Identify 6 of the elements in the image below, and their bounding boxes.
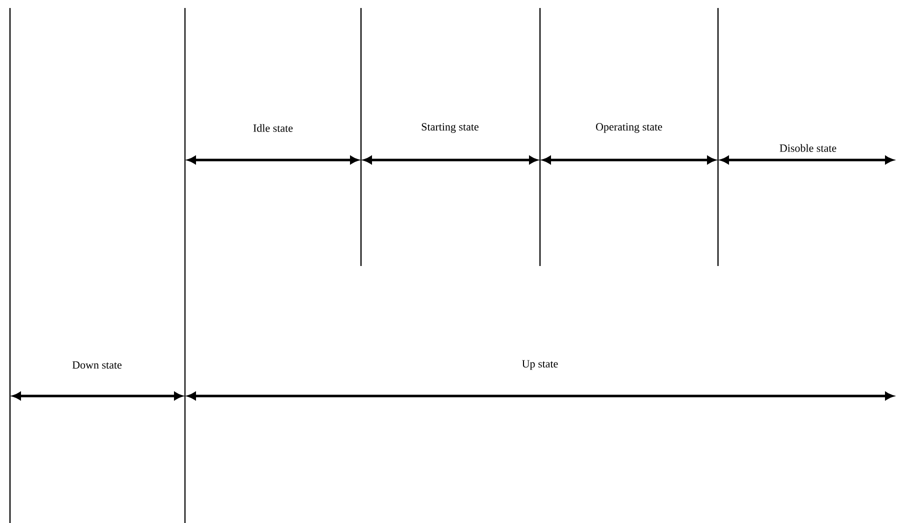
state-label: Up state bbox=[522, 360, 558, 370]
state-label: Starting state bbox=[422, 123, 478, 133]
state-label: Operating state bbox=[596, 123, 662, 133]
state-label: Idle state bbox=[253, 124, 293, 132]
state-label: Disoble state bbox=[780, 144, 836, 152]
state-label: Down state bbox=[72, 361, 122, 369]
